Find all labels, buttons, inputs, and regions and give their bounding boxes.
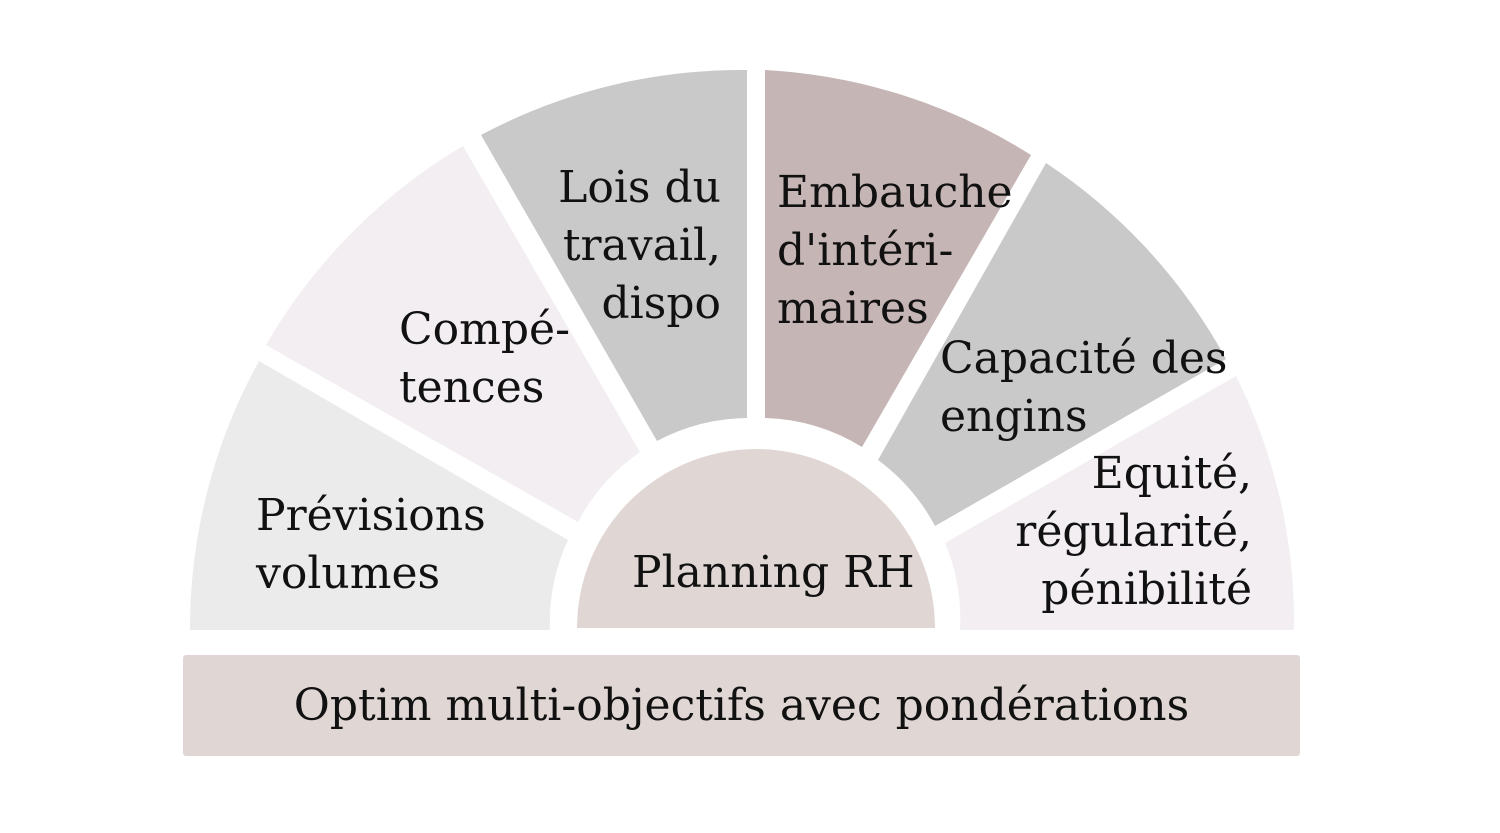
segment-embauche-interimaires	[765, 70, 1031, 447]
segment-lois-du-travail	[481, 69, 747, 442]
segment-competences	[266, 146, 640, 522]
center-semicircle	[577, 449, 935, 628]
segment-equite-regularite	[945, 376, 1295, 630]
label-previsions-volumes: Prévisions volumes	[256, 490, 486, 599]
base-bar: Optim multi-objectifs avec pondérations	[183, 655, 1300, 756]
label-planning-rh: Planning RH	[632, 547, 915, 598]
segment-capacite-des-engins	[878, 163, 1226, 526]
label-lois-du-travail: Lois du travail, dispo	[558, 162, 721, 329]
label-competences: Compé- tences	[399, 304, 570, 413]
label-capacite-des-engins: Capacité des engins	[940, 333, 1228, 442]
segment-previsions-volumes	[189, 361, 568, 630]
label-embauche-interimaires: Embauche d'intéri- maires	[777, 167, 1013, 334]
label-equite-regularite-penibilite: Equité, régularité, pénibilité	[1015, 448, 1252, 615]
base-bar-label: Optim multi-objectifs avec pondérations	[293, 680, 1190, 731]
